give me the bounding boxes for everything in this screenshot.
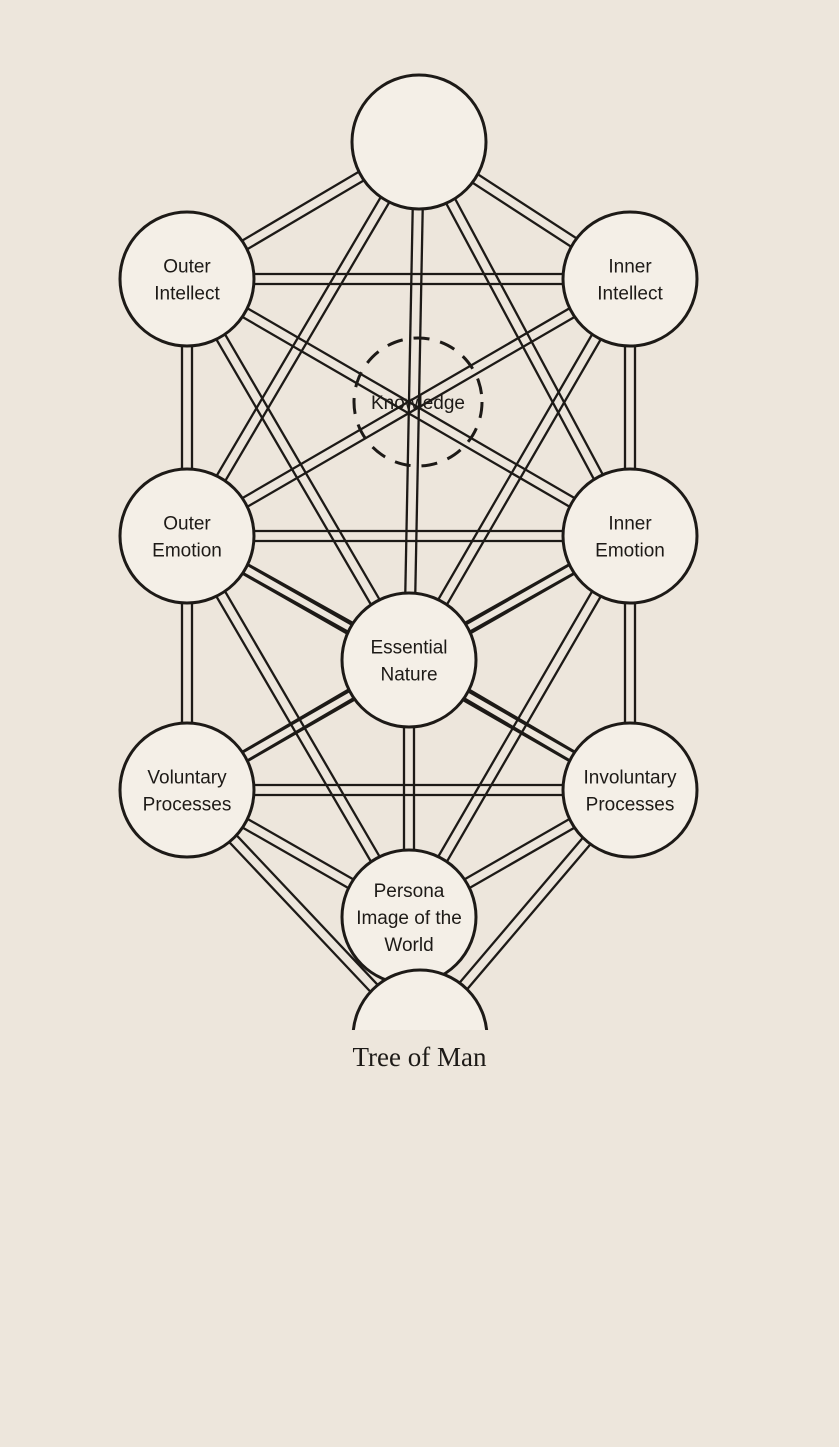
path-outer-emotion-to-persona (181, 532, 415, 921)
node-label-persona: Image of the (356, 908, 462, 929)
path-edge-line (181, 138, 416, 535)
path-outer-intellect-to-inner-emotion (183, 273, 634, 542)
node-label-voluntary-processes: Processes (143, 795, 232, 816)
path-edge-line (183, 273, 629, 533)
path-inner-intellect-to-essential-nature (403, 275, 636, 664)
nodes-layer: OuterIntellectInnerIntellectKnowledgeOut… (118, 73, 699, 1030)
node-label-inner-intellect: Intellect (597, 284, 663, 305)
node-circle-crown (350, 73, 488, 211)
path-edge-line (403, 275, 627, 659)
node-label-body: Body (398, 1028, 442, 1030)
node-crown (350, 73, 488, 211)
path-edge-line (190, 532, 415, 916)
path-inner-intellect-to-outer-emotion (183, 273, 634, 542)
path-edge-line (422, 139, 636, 535)
node-circle-inner-emotion (561, 467, 699, 605)
node-label-inner-intellect: Inner (608, 257, 652, 278)
tree-of-man-diagram: OuterIntellectInnerIntellectKnowledgeOut… (118, 73, 699, 1030)
node-label-persona: World (384, 935, 433, 956)
path-voluntary-processes-to-involuntary-processes (187, 783, 630, 797)
node-circle-body (351, 968, 489, 1030)
node-circle-voluntary-processes (118, 721, 256, 859)
path-outer-intellect-to-essential-nature (181, 275, 415, 664)
node-label-persona: Persona (374, 881, 445, 902)
node-circle-outer-intellect (118, 210, 256, 348)
path-edge-line (181, 280, 406, 664)
node-label-essential-nature: Essential (370, 638, 447, 659)
path-edge-line (190, 275, 415, 659)
path-crown-to-inner-emotion (413, 139, 636, 539)
node-label-outer-emotion: Outer (163, 514, 211, 535)
node-label-inner-emotion: Emotion (595, 541, 665, 562)
node-circle-inner-intellect (561, 210, 699, 348)
node-label-voluntary-processes: Voluntary (147, 768, 227, 789)
node-label-inner-emotion: Inner (608, 514, 652, 535)
path-edge-line (183, 282, 629, 542)
diagram-caption: Tree of Man (352, 1042, 487, 1072)
path-outer-intellect-to-inner-intellect (187, 272, 630, 286)
node-circle-involuntary-processes (561, 721, 699, 859)
node-circle-outer-emotion (118, 467, 256, 605)
node-label-outer-intellect: Outer (163, 257, 211, 278)
node-label-outer-emotion: Emotion (152, 541, 222, 562)
node-circle-essential-nature (340, 591, 478, 729)
path-crown-to-outer-emotion (181, 138, 425, 540)
path-edge-line (188, 273, 634, 533)
node-label-essential-nature: Nature (380, 665, 437, 686)
path-edge-line (412, 280, 636, 664)
path-edge-line (413, 143, 627, 539)
path-edge-line (412, 142, 426, 661)
path-edge-line (190, 143, 425, 540)
node-label-involuntary-processes: Involuntary (584, 768, 677, 789)
node-label-knowledge: Knowledge (371, 393, 465, 414)
node-label-outer-intellect: Intellect (154, 284, 220, 305)
path-edge-line (181, 537, 406, 921)
node-knowledge: Knowledge (352, 336, 484, 468)
node-label-involuntary-processes: Processes (586, 795, 675, 816)
node-circle-knowledge (352, 336, 484, 468)
path-edge-line (188, 282, 634, 542)
node-body: Body (351, 968, 489, 1030)
path-edge-line (403, 532, 627, 916)
path-outer-emotion-to-inner-emotion (187, 529, 630, 543)
path-inner-emotion-to-persona (403, 532, 636, 921)
path-edge-line (412, 537, 636, 921)
